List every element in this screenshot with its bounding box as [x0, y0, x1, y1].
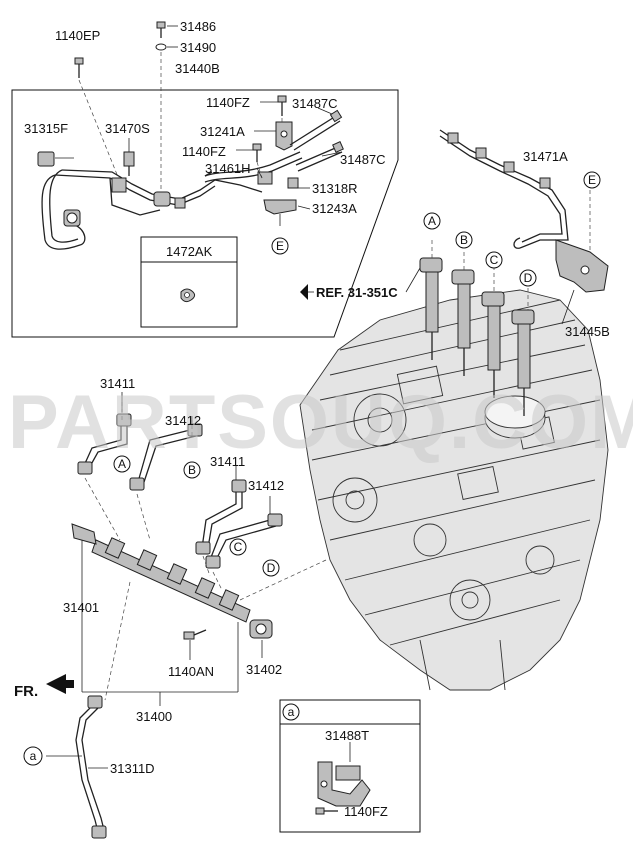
callout-c-top: C: [485, 251, 503, 269]
callout-d-pipe: D: [262, 559, 280, 577]
svg-text:A: A: [118, 457, 126, 471]
pipe-31411-c-part: [195, 479, 247, 555]
label-front: FR.: [14, 683, 38, 700]
svg-text:B: B: [460, 233, 468, 247]
label-1472ak[interactable]: 1472AK: [166, 244, 213, 259]
hose-31487c-upper-part: [289, 109, 343, 151]
svg-text:D: D: [524, 271, 533, 285]
label-31411-a[interactable]: 31411: [100, 376, 135, 391]
bolt-1140ep-part: [74, 57, 121, 183]
washer-31490-part: [155, 43, 178, 190]
callout-e-right: E: [583, 171, 601, 189]
bolt-1140fz-mid-part: [252, 143, 263, 179]
callout-b-top: B: [455, 231, 473, 249]
front-arrow: [46, 674, 74, 694]
injector-d-part: [511, 288, 535, 416]
engine-block-part: [299, 289, 609, 691]
label-31402[interactable]: 31402: [246, 662, 282, 677]
label-31318r[interactable]: 31318R: [312, 181, 358, 196]
svg-text:A: A: [428, 214, 436, 228]
callout-a-pipe: A: [113, 455, 131, 473]
sensor-31470s-part: [123, 138, 135, 176]
svg-text:a: a: [288, 705, 295, 719]
bracket-31241a-part: [275, 121, 293, 151]
label-31445b[interactable]: 31445B: [565, 324, 610, 339]
return-hose-31471a-part: [439, 129, 569, 249]
label-31487c-upper[interactable]: 31487C: [292, 96, 338, 111]
callout-a-top: A: [423, 212, 441, 230]
label-1140fz-inset[interactable]: 1140FZ: [344, 804, 388, 819]
label-31471a[interactable]: 31471A: [523, 149, 568, 164]
svg-text:a: a: [30, 749, 37, 763]
label-31243a[interactable]: 31243A: [312, 201, 357, 216]
svg-text:E: E: [588, 173, 596, 187]
callout-d-top: D: [519, 269, 537, 287]
label-31440b[interactable]: 31440B: [175, 61, 220, 76]
label-31311d[interactable]: 31311D: [110, 761, 155, 776]
label-1140ep[interactable]: 1140EP: [55, 28, 100, 43]
label-31411-c[interactable]: 31411: [210, 454, 245, 469]
bracket-31445b-part: [555, 190, 609, 293]
label-31488t[interactable]: 31488T: [325, 728, 369, 743]
label-31241a[interactable]: 31241A: [200, 124, 245, 139]
clip-inset-box: [140, 236, 238, 328]
label-31490[interactable]: 31490: [180, 40, 216, 55]
injector-a-part: [419, 240, 443, 360]
bolt-31486-part: [156, 21, 178, 38]
svg-text:B: B: [188, 463, 196, 477]
bracket-31243a-part: [263, 199, 297, 226]
label-31461h[interactable]: 31461H: [205, 161, 251, 176]
inset-a-box: [279, 699, 421, 833]
callout-b-pipe: B: [183, 461, 201, 479]
pipe-31412-b-part: [129, 423, 203, 491]
hose-31487c-lower-part: [295, 141, 344, 172]
fuel-line-assembly-box: [11, 89, 399, 338]
label-1140an[interactable]: 1140AN: [168, 664, 214, 679]
injector-c-part: [481, 266, 505, 398]
label-31412-b[interactable]: 31412: [165, 413, 201, 428]
svg-text:C: C: [234, 540, 243, 554]
svg-text:C: C: [490, 253, 499, 267]
pipe-31411-a-part: [77, 413, 132, 475]
callout-e-left: E: [271, 237, 289, 255]
injector-b-part: [451, 252, 475, 376]
bolt-1140fz-top-part: [277, 95, 287, 124]
label-1140fz-mid[interactable]: 1140FZ: [182, 144, 226, 159]
svg-text:E: E: [276, 239, 284, 253]
watermark: PARTSOUQ.COM: [8, 380, 633, 465]
label-1140fz-top[interactable]: 1140FZ: [206, 95, 250, 110]
bolt-1140an-part: [183, 629, 207, 640]
bolt-1140fz-inset-part: [315, 807, 338, 815]
label-31412-d[interactable]: 31412: [248, 478, 284, 493]
ref-arrow: [300, 267, 421, 300]
callout-a-inset: a: [282, 703, 300, 721]
label-31486[interactable]: 31486: [180, 19, 216, 34]
pipe-31412-d-part: [205, 513, 283, 569]
return-hose-31440b-part: [37, 151, 303, 250]
label-31400[interactable]: 31400: [136, 709, 172, 724]
label-31401[interactable]: 31401: [63, 600, 99, 615]
clip-1472ak-part: [180, 288, 196, 303]
svg-text:D: D: [267, 561, 276, 575]
label-ref-31-351c[interactable]: REF. 31-351C: [316, 285, 398, 300]
pipe-31311d-part: [75, 695, 107, 839]
hose-31461h-part: [204, 171, 299, 189]
label-31470s[interactable]: 31470S: [105, 121, 150, 136]
callout-a-pipe-31311d: a: [23, 746, 43, 766]
callout-c-pipe: C: [229, 538, 247, 556]
bracket-31488t-part: [317, 761, 371, 807]
label-31315f[interactable]: 31315F: [24, 121, 68, 136]
label-31487c-lower[interactable]: 31487C: [340, 152, 386, 167]
common-rail-31401-part: [71, 523, 273, 639]
